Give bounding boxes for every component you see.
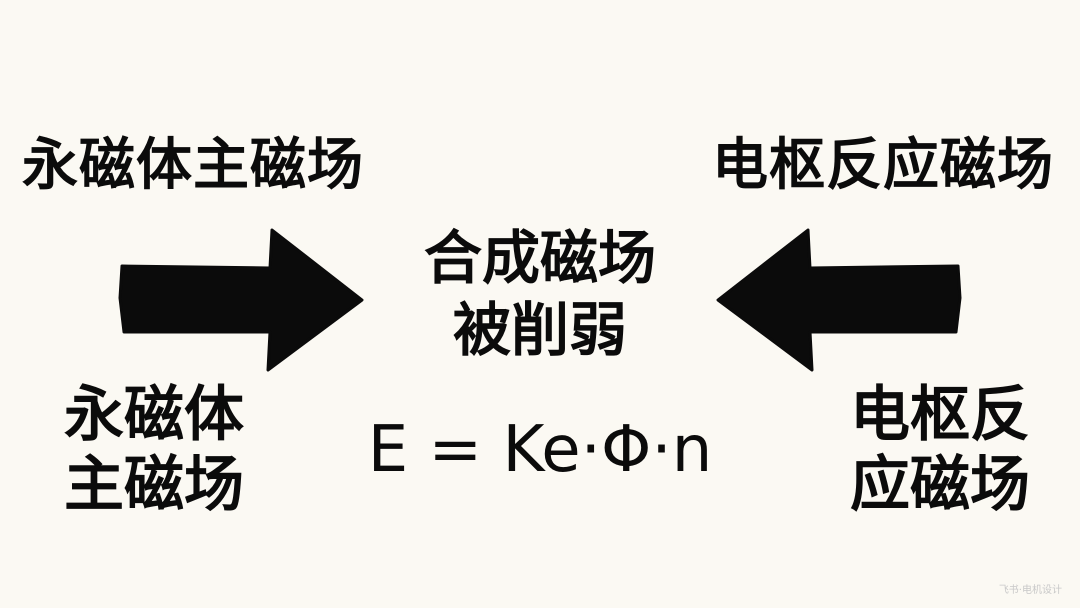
armature-reaction-field-caption: 电枢反 应磁场: [850, 380, 1030, 520]
center-label-line-2: 被削弱: [452, 296, 627, 364]
combined-field-weakened-label: 合成磁场 被削弱: [390, 222, 690, 366]
permanent-magnet-field-label: 永磁体主磁场: [22, 133, 364, 198]
left-caption-line-2: 主磁场: [64, 450, 244, 520]
permanent-magnet-field-caption: 永磁体 主磁场: [64, 380, 244, 520]
arrow-left-icon: [716, 228, 962, 372]
right-caption-line-2: 应磁场: [850, 450, 1030, 520]
arrow-right-icon: [118, 228, 364, 372]
emf-formula: E = Ke·Φ·n: [367, 413, 713, 487]
watermark: 飞书·电机设计: [998, 585, 1062, 596]
center-label-line-1: 合成磁场: [423, 224, 656, 292]
left-caption-line-1: 永磁体: [64, 380, 244, 450]
armature-reaction-field-label: 电枢反应磁场: [712, 133, 1054, 198]
right-caption-line-1: 电枢反: [850, 380, 1030, 450]
